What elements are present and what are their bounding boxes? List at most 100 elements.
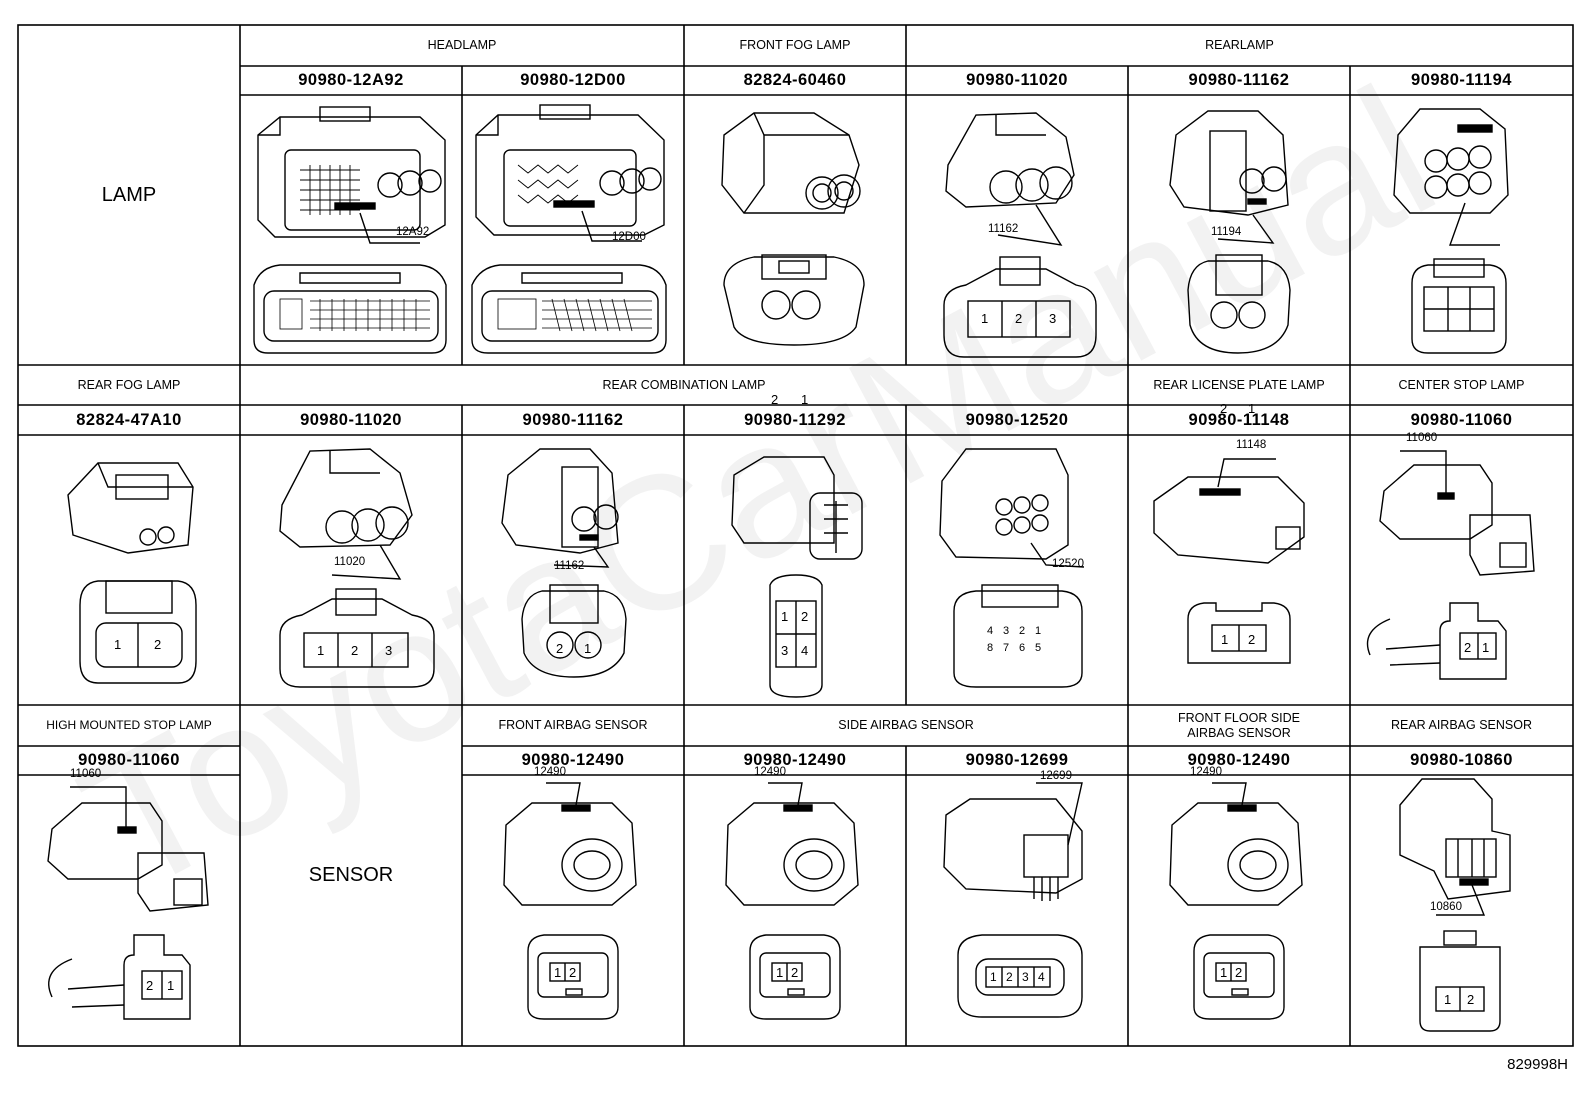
pin-label: 7 — [1003, 642, 1010, 654]
pin-label: 1 — [990, 970, 997, 984]
part-number: 90980-11060 — [1410, 410, 1513, 429]
connector-illustration: 12D00 — [462, 95, 684, 365]
pin-label: 1 — [981, 311, 989, 326]
callout-label: 12490 — [534, 766, 566, 778]
header-rearlamp: REARLAMP — [1205, 38, 1274, 52]
part-number: 90980-10860 — [1410, 751, 1513, 769]
connector-illustration: 1 2 3 4 — [684, 435, 906, 705]
header-rear-fog-lamp: REAR FOG LAMP — [77, 377, 181, 392]
pin-label: 2 — [1019, 625, 1026, 637]
part-number: 90980-11060 — [78, 751, 180, 769]
part-number: 90980-12A92 — [298, 71, 404, 89]
header-front-airbag-sensor: FRONT AIRBAG SENSOR — [498, 718, 648, 732]
connector-illustration: 11148 1 2 — [1128, 435, 1350, 705]
pin-label: 1 — [1220, 965, 1228, 980]
pin-label: 1 — [167, 978, 175, 993]
pin-label: 6 — [1019, 642, 1026, 654]
category-sensor: SENSOR — [308, 864, 394, 886]
pin-label: 1 — [781, 609, 789, 624]
pin-label: 1 — [584, 641, 592, 656]
pin-label: 3 — [385, 643, 393, 658]
part-number: 90980-11020 — [300, 410, 402, 429]
pin-label: 3 — [781, 643, 789, 658]
part-number: 90980-11020 — [966, 71, 1068, 89]
pin-label: 2 — [1467, 992, 1475, 1007]
callout-label: 11060 — [70, 768, 102, 780]
pin-label: 1 — [554, 965, 562, 980]
part-number: 90980-11148 — [1188, 410, 1290, 429]
part-number: 90980-11194 — [1411, 71, 1512, 89]
callout-label: 11020 — [334, 556, 366, 568]
callout-label: 12D00 — [612, 231, 646, 243]
pin-label: 2 — [1235, 965, 1243, 980]
connector-illustration: 12490 1 2 — [684, 766, 906, 1046]
callout-label: 12490 — [1190, 766, 1222, 778]
part-number: 90980-12520 — [965, 410, 1069, 429]
connector-illustration: 11162 2 1 — [462, 435, 684, 705]
pin-label: 1 — [801, 392, 809, 407]
figure-code: 829998H — [1507, 1056, 1568, 1073]
callout-label: 12490 — [754, 766, 786, 778]
pin-label: 2 — [146, 978, 154, 993]
callout-label: 12699 — [1040, 770, 1072, 782]
pin-label: 4 — [987, 625, 994, 637]
pin-label: 2 — [569, 965, 577, 980]
header-line-1: FRONT FLOOR SIDE — [1177, 710, 1300, 725]
connector-illustration: 12520 4 3 2 1 8 7 6 5 — [906, 435, 1128, 705]
header-rear-license-plate-lamp: REAR LICENSE PLATE LAMP — [1153, 377, 1325, 392]
part-number: 90980-12490 — [743, 751, 847, 769]
callout-label: 11162 — [988, 223, 1019, 235]
pin-label: 2 — [351, 643, 359, 658]
pin-label: 2 — [556, 641, 564, 656]
part-number: 90980-12699 — [965, 751, 1069, 769]
category-lamp: LAMP — [101, 183, 157, 206]
pin-label: 1 — [1444, 992, 1452, 1007]
header-headlamp: HEADLAMP — [427, 38, 497, 52]
connector-illustration — [1350, 95, 1573, 365]
part-number: 90980-11162 — [1188, 71, 1290, 89]
header-front-floor-side-airbag-sensor: FRONT FLOOR SIDE AIRBAG SENSOR — [1128, 705, 1350, 746]
connector-illustration: 11194 2 1 — [1128, 95, 1350, 416]
header-rear-combination-lamp: REAR COMBINATION LAMP — [602, 377, 766, 392]
pin-label: 3 — [1049, 311, 1057, 326]
callout-label: 11194 — [1211, 226, 1242, 238]
pin-label: 4 — [1038, 970, 1045, 984]
part-number: 82824-60460 — [743, 71, 847, 89]
pin-label: 2 — [771, 392, 779, 407]
pin-label: 1 — [1221, 632, 1229, 647]
pin-label: 1 — [317, 643, 325, 658]
part-number: 90980-12490 — [521, 751, 625, 769]
connector-illustration: 11162 1 2 3 — [906, 95, 1128, 365]
pin-label: 5 — [1035, 642, 1042, 654]
pin-label: 1 — [114, 637, 122, 652]
connector-illustration: 12699 1 2 3 4 — [906, 770, 1128, 1046]
pin-label: 3 — [1003, 625, 1010, 637]
callout-label: 11148 — [1236, 439, 1267, 451]
connector-illustration: 11020 1 2 3 — [240, 435, 462, 705]
part-number: 90980-11162 — [522, 410, 624, 429]
connector-illustration: 12490 1 2 — [1128, 766, 1350, 1046]
pin-label: 3 — [1022, 970, 1029, 984]
header-side-airbag-sensor: SIDE AIRBAG SENSOR — [838, 718, 974, 732]
callout-label: 11060 — [1406, 432, 1438, 444]
pin-label: 2 — [1464, 640, 1472, 655]
header-rear-airbag-sensor: REAR AIRBAG SENSOR — [1390, 718, 1532, 732]
header-line-2: AIRBAG SENSOR — [1187, 725, 1291, 740]
connector-illustration: 12A92 — [240, 95, 462, 365]
connector-illustration: 10860 1 2 — [1350, 775, 1573, 1046]
pin-label: 1 — [776, 965, 784, 980]
callout-label: 12520 — [1052, 558, 1084, 570]
pin-label: 1 — [1482, 640, 1490, 655]
header-center-stop-lamp: CENTER STOP LAMP — [1398, 377, 1525, 392]
part-number: 82824-47A10 — [76, 410, 182, 429]
connector-illustration: 2 1 — [684, 95, 906, 407]
pin-label: 2 — [1015, 311, 1023, 326]
pin-label: 8 — [987, 642, 994, 654]
pin-label: 2 — [1248, 632, 1256, 647]
header-front-fog-lamp: FRONT FOG LAMP — [739, 38, 851, 52]
pin-label: 4 — [801, 643, 809, 658]
pin-label: 2 — [1220, 401, 1228, 416]
part-number: 90980-11292 — [744, 410, 846, 429]
pin-label: 2 — [791, 965, 799, 980]
